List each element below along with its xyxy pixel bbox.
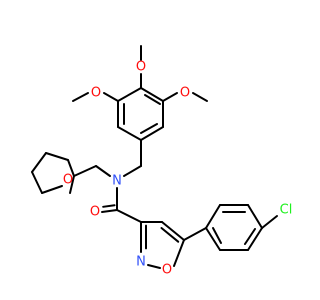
atom-o-carbonyl: O [90,205,100,220]
bond-ome-left-o [103,92,119,102]
bond-ring-a5 [117,126,142,141]
bond-isox-c5-c4-second [160,227,180,243]
bond-thf-c2-o [69,175,75,194]
bond-thf-c4-c3 [31,152,47,173]
atom-o-methoxy-right: O [180,86,190,101]
bond-ring-a1 [117,87,142,102]
bond-ring-a4 [140,126,164,141]
bond-isox-phenyl [183,227,207,241]
bond-ring-b4 [247,227,263,251]
atom-cl: Cl [280,203,293,218]
bond-ring-b1 [205,204,221,229]
bond-ring-b3 [247,204,263,229]
bond-thf-c2-c2b [67,159,75,177]
atom-o-methoxy-top: O [136,60,146,75]
bond-carbonyl-o [101,209,118,213]
bond-ring-a2 [140,87,164,102]
atom-o-isoxazole: O [162,263,172,278]
bond-thf-c5-c4 [31,171,43,194]
bond-ring-b-inner3 [212,227,222,244]
bond-c-cl [261,215,278,229]
bond-carbonyl-o-second [102,204,116,208]
bond-ring-a-inner2 [140,123,158,134]
bond-isox-c5-c4 [161,221,185,241]
atom-o-methoxy-left: O [91,86,101,101]
bond-ch2-n [123,165,142,177]
atom-n-amide: N [112,174,122,189]
bond-ring-a-inner1 [144,94,161,105]
molecule-structure-diagram: O O O N O O N O Cl [31,45,292,278]
bond-thf-c3-c2 [45,152,69,161]
bond-ome-right-me [192,92,208,102]
bond-ome-left-me [72,92,89,102]
bond-ome-right-o [162,92,178,102]
bond-ring-b-inner2 [244,228,256,245]
bond-isox-n-o [147,264,161,269]
atom-o-thf-ring: O [63,173,73,188]
bonds-layer [31,45,278,269]
atom-labels-layer: O O O N O O N O Cl [63,60,292,278]
bond-n-ch2-thf [95,165,111,177]
atom-n-isoxazole: N [136,255,146,270]
bond-carbonyl-isox-c3 [116,209,142,223]
bond-ring-b6 [205,227,221,251]
bond-thf-o-c5 [41,185,63,194]
bond-ch2-thf-c [73,165,97,177]
bond-isox-o-c5 [173,239,185,267]
